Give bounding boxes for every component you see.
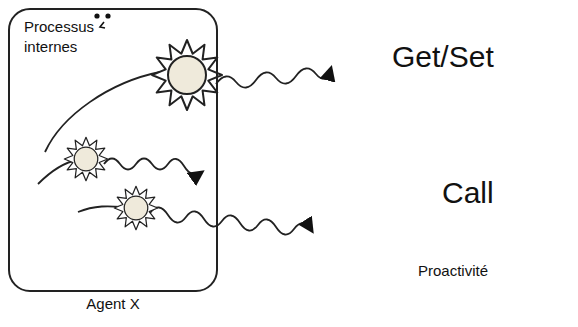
process-sun [64,137,107,180]
agent-box: Processus internesAgent X [8,8,218,292]
side-label: Proactivité [418,262,488,279]
side-label: Get/Set [392,40,494,74]
process-sun [152,40,222,110]
process-sun [114,186,157,229]
agent-face [94,13,110,28]
side-label: Call [442,176,494,210]
box-heading: Agent X [10,294,216,314]
box-text: Processus internes [24,17,110,57]
